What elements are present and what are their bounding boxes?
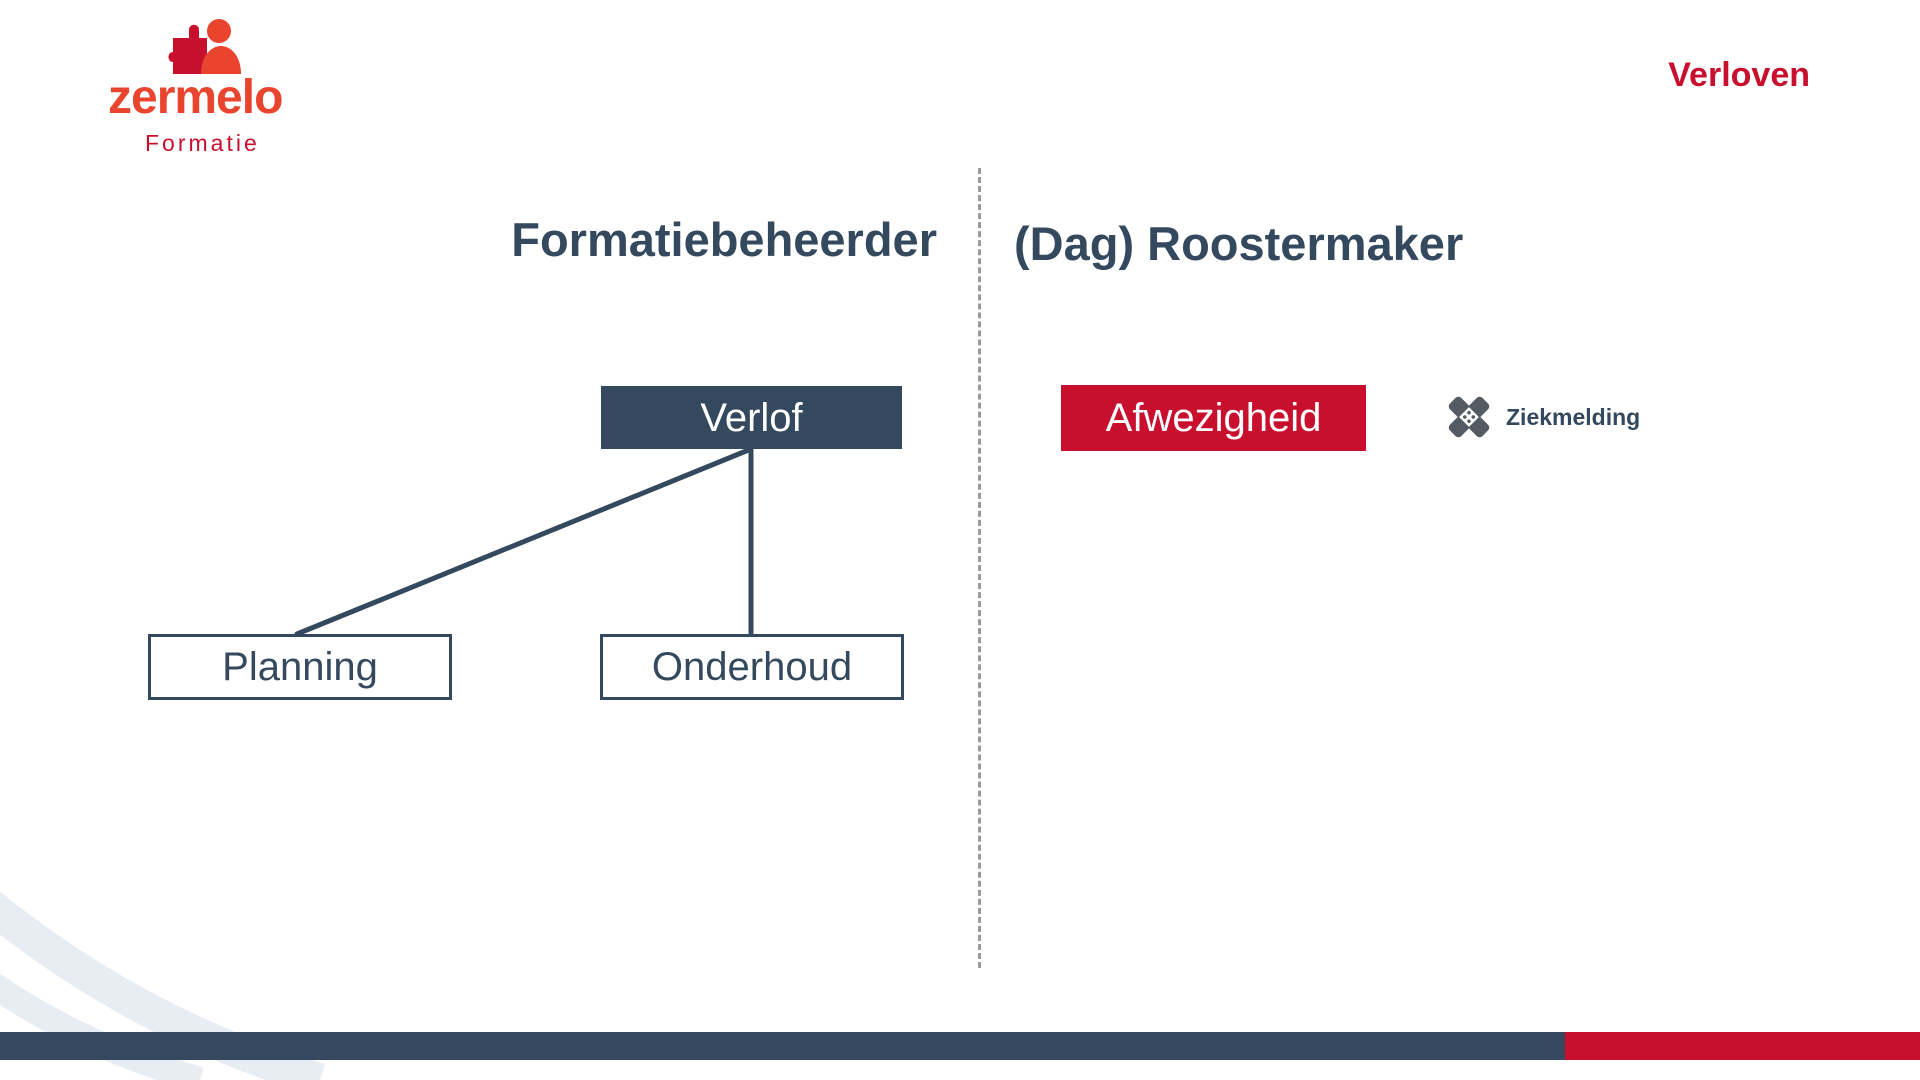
logo-product-name: Formatie <box>145 130 260 156</box>
column-divider <box>978 168 981 968</box>
footer-bar-dark <box>0 1032 1565 1060</box>
zermelo-logo: zermelo Formatie <box>105 16 305 155</box>
bandage-strip-front <box>1448 396 1490 438</box>
background-arc-inner <box>0 973 204 1080</box>
logo-person-body <box>201 46 241 74</box>
footer-bar-accent <box>1565 1032 1920 1060</box>
bandage-icon <box>1448 396 1490 438</box>
puzzle-person-icon <box>168 19 241 74</box>
logo-wordmark: zermelo <box>108 71 283 124</box>
node-afwezigheid: Afwezigheid <box>1061 385 1366 451</box>
node-verlof: Verlof <box>601 386 902 449</box>
logo-puzzle-piece <box>168 24 207 74</box>
slide-title: Verloven <box>1668 56 1810 94</box>
footer-bar <box>0 1032 1920 1060</box>
node-onderhoud: Onderhoud <box>600 634 904 700</box>
node-planning: Planning <box>148 634 452 700</box>
ziekmelding-item: Ziekmelding <box>1445 392 1640 442</box>
background-arc-outer <box>0 891 325 1080</box>
logo-person-head <box>207 19 231 43</box>
heading-formatiebeheerder: Formatiebeheerder <box>511 213 937 266</box>
connector-verlof-planning <box>294 446 754 637</box>
ziekmelding-label: Ziekmelding <box>1506 403 1641 430</box>
heading-roostermaker: (Dag) Roostermaker <box>1014 217 1464 270</box>
